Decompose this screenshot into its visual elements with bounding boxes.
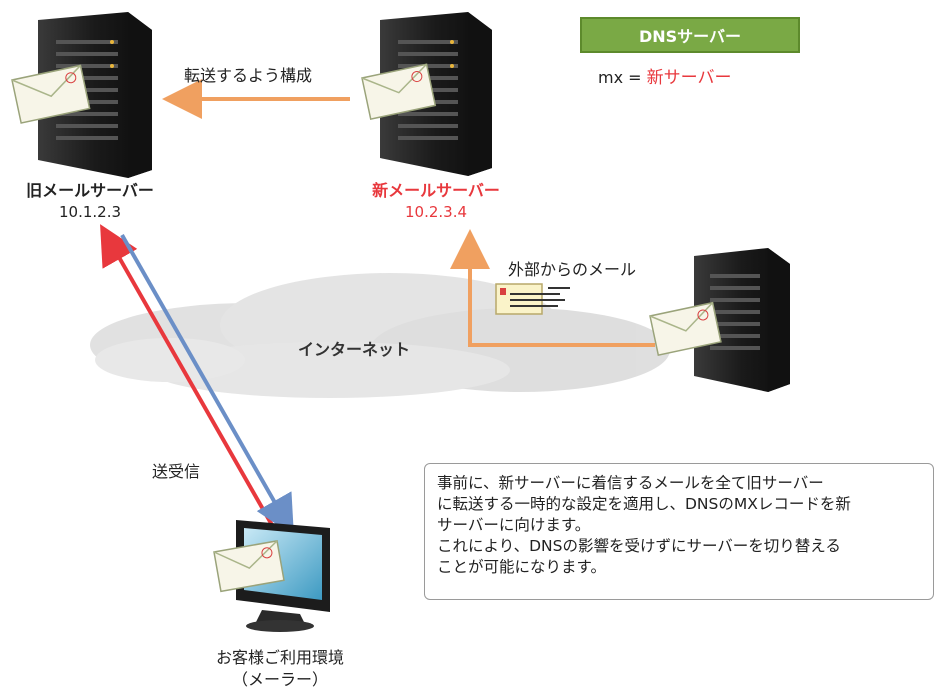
send-arrow [100, 224, 274, 526]
client-label: お客様ご利用環境 [215, 648, 344, 667]
old-server-envelope-icon [11, 64, 91, 124]
external-mail-arrow [450, 229, 655, 347]
old-server-name: 旧メールサーバー [26, 181, 154, 200]
external-server-icon [694, 248, 790, 392]
new-server-envelope-icon [361, 63, 437, 120]
new-server-ip: 10.2.3.4 [404, 203, 468, 221]
note-line: これにより、DNSの影響を受けずにサーバーを切り替える [437, 537, 841, 555]
flying-mail-icon [495, 283, 570, 315]
receive-arrow [120, 234, 294, 536]
internet-cloud [90, 273, 670, 398]
new-server-name: 新メールサーバー [372, 181, 500, 200]
new-server-icon [380, 12, 492, 176]
note-line: に転送する一時的な設定を適用し、DNSのMXレコードを新 [437, 495, 851, 513]
client-envelope-icon [213, 540, 285, 593]
note-line: ことが可能になります。 [437, 558, 606, 576]
note-line: 事前に、新サーバーに着信するメールを全て旧サーバー [437, 474, 824, 492]
internet-label: インターネット [298, 340, 411, 359]
note-line: サーバーに向けます。 [437, 516, 591, 534]
forward-arrow-label: 転送するよう構成 [184, 66, 313, 85]
external-server-envelope-icon [649, 301, 722, 357]
dns-mx-prefix: mx = [598, 68, 647, 87]
external-mail-label: 外部からのメール [508, 260, 637, 279]
dns-server-box: DNSサーバー [580, 17, 800, 53]
client-sublabel: （メーラー） [231, 670, 328, 689]
old-server-ip: 10.1.2.3 [58, 203, 122, 221]
dns-mx-record: mx = 新サーバー [598, 63, 731, 88]
explanation-note: 事前に、新サーバーに着信するメールを全て旧サーバー に転送する一時的な設定を適用… [424, 463, 934, 600]
dns-mx-value: 新サーバー [646, 68, 732, 88]
send-receive-label: 送受信 [152, 462, 201, 481]
